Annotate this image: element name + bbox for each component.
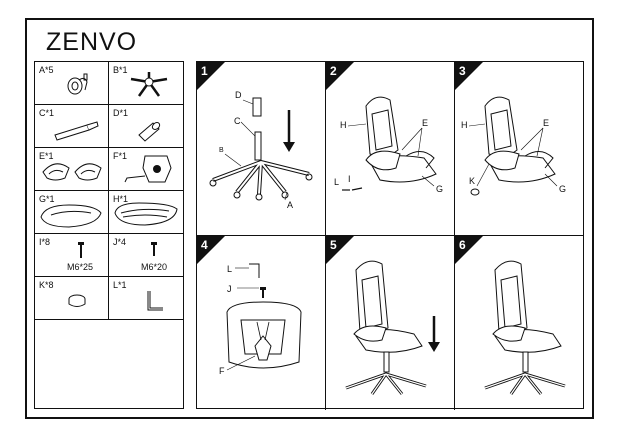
- part-label: K*8: [39, 280, 54, 290]
- brand-title: ZENVO: [46, 28, 138, 56]
- callout-k: K: [469, 176, 475, 186]
- step-number: 3: [459, 64, 466, 78]
- bolt-spec: M6*20: [141, 262, 168, 272]
- part-label: A*5: [39, 65, 54, 75]
- step-number: 5: [330, 238, 337, 252]
- step-number-badge: [197, 236, 225, 264]
- step-number-badge: [326, 62, 354, 90]
- seat-cushion-icon: [40, 204, 102, 228]
- part-cell-k: K*8: [35, 277, 109, 320]
- callout-l: L: [227, 264, 232, 274]
- part-label: B*1: [113, 65, 128, 75]
- callout-b: B: [219, 147, 224, 154]
- parts-list: A*5 B*1 C*1 D*1 E*1: [34, 61, 184, 409]
- step-number-badge: [197, 62, 225, 90]
- step-number: 6: [459, 238, 466, 252]
- callout-d: D: [235, 90, 242, 100]
- callout-g: G: [559, 184, 566, 194]
- assembly-steps: 1 D C B A 2: [196, 61, 584, 410]
- part-cell-c: C*1: [35, 105, 109, 148]
- step-4-illustration: L J F: [219, 263, 302, 376]
- part-cell-f: F*1: [109, 148, 183, 191]
- part-cell-b: B*1: [109, 62, 183, 105]
- part-label: C*1: [39, 108, 55, 118]
- callout-g: G: [436, 184, 443, 194]
- cylinder-cover-icon: [138, 122, 161, 142]
- backrest-icon: [114, 202, 178, 226]
- step-6-panel: 6: [455, 236, 584, 410]
- allen-key-icon: [147, 291, 163, 311]
- step-number-badge: [455, 62, 483, 90]
- part-label: J*4: [113, 237, 127, 247]
- step-1-panel: 1 D C B A: [197, 62, 326, 236]
- part-cell-h: H*1: [109, 191, 183, 234]
- step-1-illustration: D C B A: [209, 90, 313, 210]
- step-2-illustration: H E L I G: [334, 96, 443, 194]
- step-3-illustration: H E K G: [461, 96, 566, 196]
- part-cell-i: I*8 M6*25: [35, 234, 109, 277]
- washer-cap-icon: [68, 294, 86, 307]
- part-label: L*1: [113, 280, 127, 290]
- step-number-badge: [455, 236, 483, 264]
- part-cell-j: J*4 M6*20: [109, 234, 183, 277]
- armrests-icon: [42, 163, 102, 181]
- callout-e: E: [422, 118, 428, 128]
- part-label: H*1: [113, 194, 129, 204]
- callout-l: L: [334, 177, 339, 187]
- bolt-spec: M6*25: [67, 262, 94, 272]
- gas-lift-icon: [54, 121, 99, 141]
- callout-c: C: [234, 116, 241, 126]
- caster-wheel-icon: [67, 73, 88, 95]
- step-number: 1: [201, 64, 208, 78]
- part-cell-a: A*5: [35, 62, 109, 105]
- step-6-illustration: [484, 260, 566, 395]
- bolt-icon: [151, 242, 157, 256]
- part-cell-e: E*1: [35, 148, 109, 191]
- step-number: 2: [330, 64, 337, 78]
- part-label: G*1: [39, 194, 55, 204]
- step-number: 4: [201, 238, 208, 252]
- step-2-panel: 2 H E L I G: [326, 62, 455, 236]
- callout-h: H: [340, 120, 347, 130]
- step-number-badge: [326, 236, 354, 264]
- step-4-panel: 4 L J F: [197, 236, 326, 410]
- step-3-panel: 3 H E K G: [455, 62, 584, 236]
- callout-f: F: [219, 366, 225, 376]
- part-cell-l: L*1: [109, 277, 183, 320]
- callout-e: E: [543, 118, 549, 128]
- tilt-mechanism-icon: [124, 155, 172, 183]
- bolt-icon: [78, 242, 84, 258]
- callout-j: J: [227, 284, 232, 294]
- callout-i: I: [348, 174, 351, 184]
- part-cell-g: G*1: [35, 191, 109, 234]
- part-label: E*1: [39, 151, 54, 161]
- part-cell-d: D*1: [109, 105, 183, 148]
- callout-a: A: [287, 200, 293, 210]
- star-base-icon: [130, 72, 168, 97]
- callout-h: H: [461, 120, 468, 130]
- step-5-panel: 5: [326, 236, 455, 410]
- step-5-illustration: [345, 260, 440, 395]
- part-label: D*1: [113, 108, 129, 118]
- part-label: I*8: [39, 237, 51, 247]
- part-label: F*1: [113, 151, 128, 161]
- instruction-sheet-frame: [25, 18, 594, 419]
